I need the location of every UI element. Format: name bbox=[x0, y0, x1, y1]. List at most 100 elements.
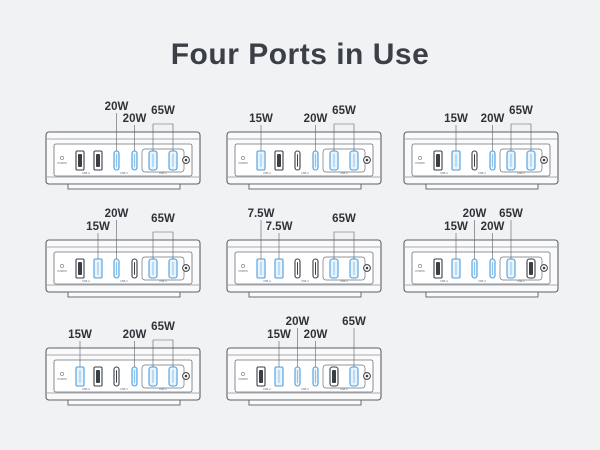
usb-c-small-port-inner bbox=[474, 154, 475, 167]
watt-label: 7.5W bbox=[266, 221, 293, 233]
power-label: POWER bbox=[57, 269, 67, 273]
usb-c-label: USB-C bbox=[159, 387, 167, 391]
usb-a-port-inner bbox=[78, 262, 82, 275]
usb-a-port-inner bbox=[277, 154, 281, 167]
device-base bbox=[67, 399, 181, 406]
usb-a-label: USB-A bbox=[263, 171, 271, 175]
watt-label: 65W bbox=[332, 105, 356, 117]
device-base bbox=[67, 291, 181, 298]
power-indicator-icon bbox=[241, 372, 245, 376]
usb-a-label: USB-A bbox=[263, 279, 271, 283]
usb-a-port-inner bbox=[436, 262, 440, 275]
power-button-dot bbox=[184, 266, 188, 270]
watt-label: 20W bbox=[105, 208, 129, 220]
watt-label: 15W bbox=[444, 221, 468, 233]
watt-label: 15W bbox=[68, 329, 92, 341]
power-label: POWER bbox=[57, 161, 67, 165]
usb-a-label: USB-A bbox=[82, 279, 90, 283]
power-button-dot bbox=[365, 158, 369, 162]
leader-bracket bbox=[333, 123, 355, 151]
leader-bracket bbox=[152, 123, 174, 151]
power-label: POWER bbox=[238, 377, 248, 381]
usb-c-small-port-inner bbox=[116, 370, 117, 383]
watt-label: 7.5W bbox=[248, 208, 275, 220]
usb-c-label: USB-C bbox=[517, 171, 525, 175]
usb-c-label: USB-C bbox=[159, 171, 167, 175]
power-label: POWER bbox=[238, 161, 248, 165]
watt-label: 65W bbox=[151, 105, 175, 117]
usb-c-small-label: USB-C bbox=[478, 279, 486, 283]
watt-label: 20W bbox=[463, 208, 487, 220]
power-button-dot bbox=[184, 158, 188, 162]
usb-c-small-port-inner bbox=[134, 262, 135, 275]
leader-bracket bbox=[152, 231, 174, 259]
device-base bbox=[67, 183, 181, 190]
power-label: POWER bbox=[415, 269, 425, 273]
power-button-dot bbox=[542, 158, 546, 162]
usb-c-small-label: USB-C bbox=[120, 171, 128, 175]
usb-c-small-label: USB-C bbox=[301, 387, 309, 391]
config-7: POWER USB-A USB-C USB-C bbox=[45, 347, 201, 406]
watt-label: 20W bbox=[481, 113, 505, 125]
device-base bbox=[248, 183, 362, 190]
power-label: POWER bbox=[57, 377, 67, 381]
watt-label: 65W bbox=[332, 213, 356, 225]
power-indicator-icon bbox=[418, 156, 422, 160]
device-base bbox=[425, 291, 539, 298]
usb-a-port-inner bbox=[78, 154, 82, 167]
watt-label: 15W bbox=[249, 113, 273, 125]
usb-c-label: USB-C bbox=[340, 387, 348, 391]
watt-label: 20W bbox=[123, 113, 147, 125]
power-button-dot bbox=[184, 374, 188, 378]
watt-label: 20W bbox=[481, 221, 505, 233]
watt-label: 65W bbox=[151, 321, 175, 333]
usb-a-port-inner bbox=[259, 370, 263, 383]
watt-label: 20W bbox=[105, 101, 129, 113]
usb-c-port-inner bbox=[332, 370, 336, 383]
usb-c-port-inner bbox=[529, 262, 533, 275]
usb-c-small-label: USB-C bbox=[478, 171, 486, 175]
page-title: Four Ports in Use bbox=[170, 38, 430, 71]
usb-c-label: USB-C bbox=[340, 171, 348, 175]
usb-a-port-inner bbox=[436, 154, 440, 167]
usb-c-label: USB-C bbox=[340, 279, 348, 283]
watt-label: 15W bbox=[267, 329, 291, 341]
watt-label: 65W bbox=[499, 208, 523, 220]
power-indicator-icon bbox=[418, 264, 422, 268]
power-indicator-icon bbox=[60, 264, 64, 268]
watt-label: 20W bbox=[123, 329, 147, 341]
device-base bbox=[248, 399, 362, 406]
watt-label: 65W bbox=[151, 213, 175, 225]
power-button-dot bbox=[542, 266, 546, 270]
usb-a-label: USB-A bbox=[440, 171, 448, 175]
power-indicator-icon bbox=[241, 156, 245, 160]
power-label: POWER bbox=[238, 269, 248, 273]
usb-a-label: USB-A bbox=[82, 387, 90, 391]
watt-label: 65W bbox=[342, 316, 366, 328]
watt-label: 15W bbox=[86, 221, 110, 233]
device-base bbox=[425, 183, 539, 190]
usb-c-small-port-inner bbox=[297, 154, 298, 167]
usb-a-port-inner bbox=[96, 154, 100, 167]
power-button-dot bbox=[365, 266, 369, 270]
leader-bracket bbox=[510, 123, 532, 151]
usb-c-small-port-inner bbox=[315, 262, 316, 275]
leader-bracket bbox=[333, 231, 355, 259]
usb-c-label: USB-C bbox=[517, 279, 525, 283]
watt-label: 20W bbox=[304, 329, 328, 341]
power-button-dot bbox=[365, 374, 369, 378]
usb-c-label: USB-C bbox=[159, 279, 167, 283]
watt-label: 20W bbox=[304, 113, 328, 125]
usb-a-port-inner bbox=[96, 370, 100, 383]
leader-bracket bbox=[152, 339, 174, 367]
power-indicator-icon bbox=[60, 372, 64, 376]
usb-c-small-label: USB-C bbox=[120, 387, 128, 391]
usb-c-small-port-inner bbox=[297, 262, 298, 275]
